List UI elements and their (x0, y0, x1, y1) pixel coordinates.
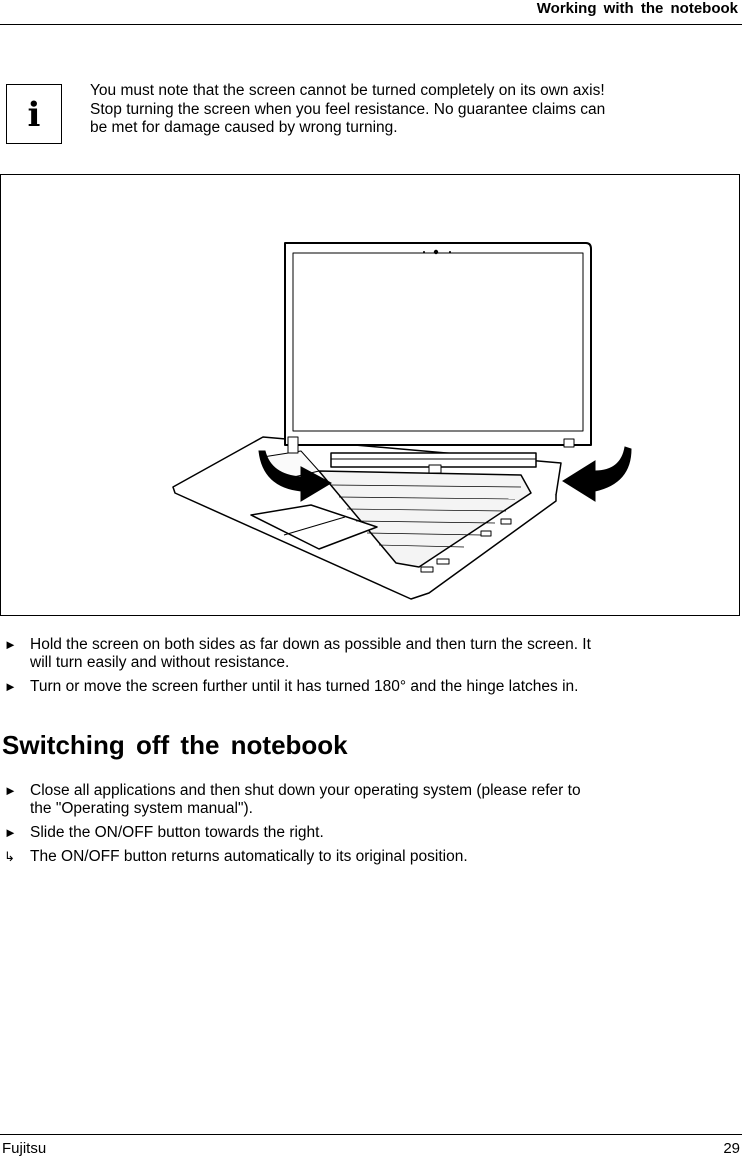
step-text: The ON/OFF button returns automatically … (30, 848, 468, 865)
notebook-rotation-figure (0, 174, 740, 616)
rotation-steps: ► Hold the screen on both sides as far d… (0, 636, 700, 702)
page-number: 29 (723, 1140, 740, 1157)
step-text: Turn or move the screen further until it… (30, 678, 579, 695)
notebook-screen-rotation-illustration (172, 242, 632, 600)
bullet-arrow-icon: ► (4, 825, 17, 840)
footer-brand: Fujitsu (2, 1140, 47, 1157)
footer-divider (0, 1134, 742, 1135)
step-text: Hold the screen on both sides as far dow… (30, 636, 591, 671)
bullet-arrow-icon: ► (4, 783, 17, 798)
step-text: Slide the ON/OFF button towards the righ… (30, 824, 324, 841)
info-note-line: be met for damage caused by wrong turnin… (90, 119, 398, 136)
list-item: ► Slide the ON/OFF button towards the ri… (0, 824, 640, 842)
result-arrow-icon: ↳ (4, 849, 15, 864)
page-header-title: Working with the notebook (536, 0, 738, 17)
bullet-arrow-icon: ► (4, 679, 17, 694)
list-item: ► Close all applications and then shut d… (0, 782, 640, 818)
step-text: Close all applications and then shut dow… (30, 782, 581, 817)
info-note-line: You must note that the screen cannot be … (90, 82, 605, 99)
section-title: Switching off the notebook (2, 730, 348, 760)
bullet-arrow-icon: ► (4, 637, 17, 652)
info-icon-glyph: i (27, 95, 41, 135)
list-item: ► Hold the screen on both sides as far d… (0, 636, 700, 672)
list-item: ↳ The ON/OFF button returns automaticall… (0, 848, 640, 866)
info-note-line: Stop turning the screen when you feel re… (90, 100, 606, 118)
switch-off-steps: ► Close all applications and then shut d… (0, 782, 640, 872)
list-item: ► Turn or move the screen further until … (0, 678, 700, 696)
info-note: You must note that the screen cannot be … (90, 82, 670, 138)
header-divider (0, 24, 742, 25)
info-icon: i (6, 84, 62, 144)
